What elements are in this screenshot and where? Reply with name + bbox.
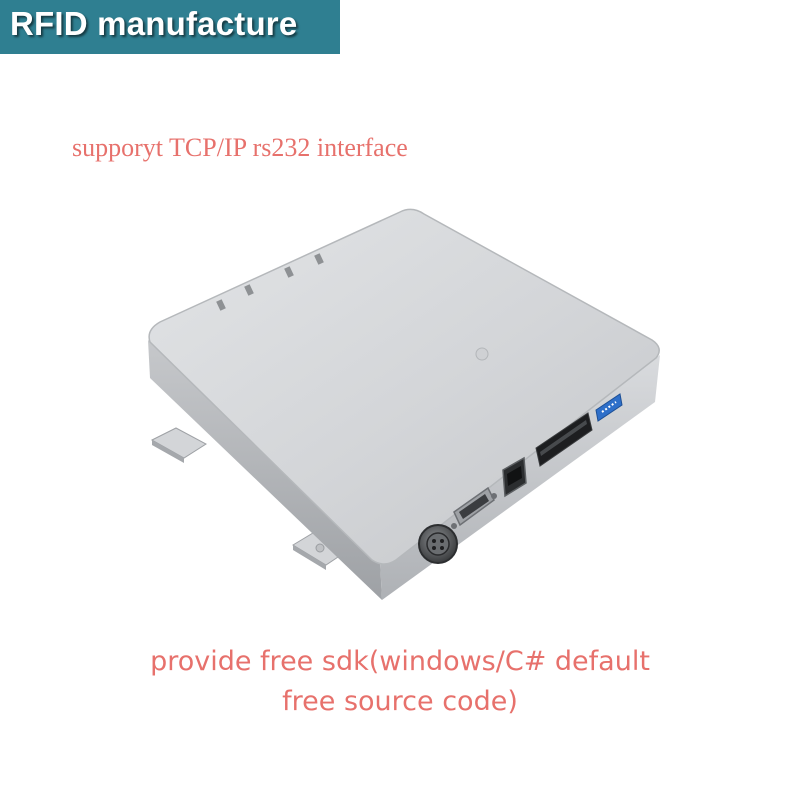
power-connector-icon xyxy=(418,524,458,564)
banner-title: RFID manufacture xyxy=(10,5,298,42)
mounting-tab-left xyxy=(150,427,207,463)
caption-sdk-line1: provide free sdk(windows/C# default xyxy=(150,646,650,677)
indicator-led xyxy=(475,347,489,361)
device-top-face xyxy=(148,208,660,565)
terminal-block-icon xyxy=(535,412,593,467)
antenna-connectors xyxy=(216,253,324,311)
serial-port-icon xyxy=(451,486,497,529)
caption-sdk: provide free sdk(windows/C# default free… xyxy=(0,642,800,722)
dip-switch-icon xyxy=(595,393,623,422)
caption-sdk-line2: free source code) xyxy=(282,686,518,717)
caption-interface: supporyt TCP/IP rs232 interface xyxy=(72,133,408,162)
ethernet-port-icon xyxy=(502,456,527,498)
device-left-side xyxy=(148,340,382,600)
banner: RFID manufacture xyxy=(0,0,340,54)
